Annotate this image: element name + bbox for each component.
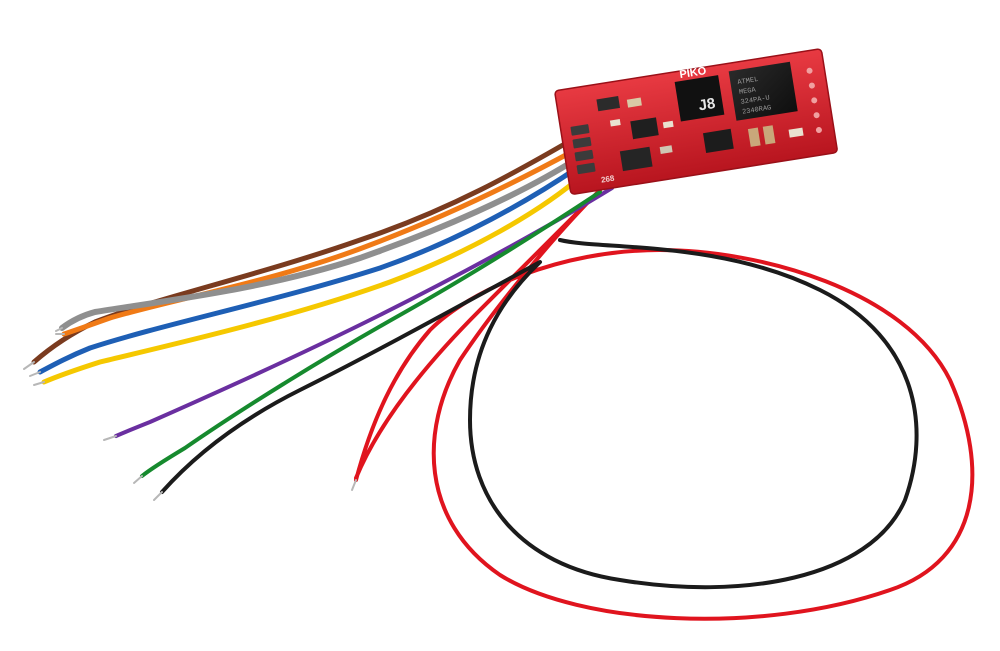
- smd-components: [596, 96, 804, 172]
- wire-green: [140, 190, 602, 478]
- brand-label: PIKO: [679, 65, 708, 81]
- wire-blue: [37, 163, 583, 375]
- wire-black-loop: [160, 238, 919, 590]
- wire-tips: [23, 327, 357, 501]
- wire-purple: [114, 186, 614, 438]
- wire-brown: [31, 135, 578, 365]
- chip-line-2: MEGA: [739, 86, 758, 97]
- decoder-board: J8 PIKO ATMEL MEGA 324PA-U 2340RAG 268: [554, 48, 838, 195]
- wire-yellow: [41, 171, 587, 385]
- chip-line-1: ATMEL: [737, 76, 759, 87]
- solder-pads: [570, 124, 596, 175]
- wire-red-loop: [354, 188, 975, 621]
- connector-j8: [674, 75, 725, 122]
- mcu-chip: [728, 61, 798, 121]
- board-code: 268: [600, 174, 615, 185]
- wire-grey: [59, 155, 581, 331]
- edge-pads: [806, 67, 822, 134]
- wire-orange: [61, 147, 578, 337]
- connector-label: J8: [697, 95, 716, 114]
